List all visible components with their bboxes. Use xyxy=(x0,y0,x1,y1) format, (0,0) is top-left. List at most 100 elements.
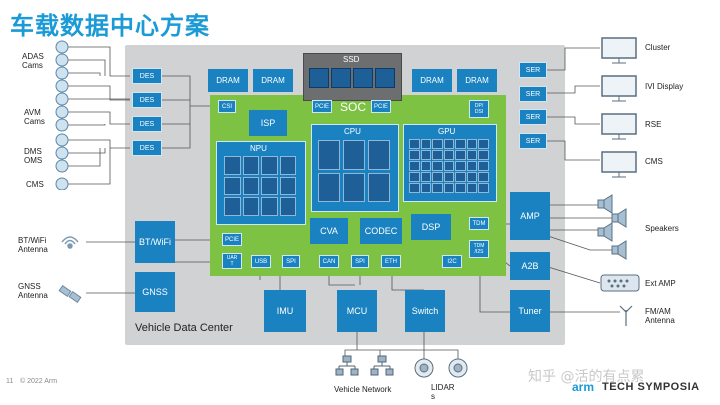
npu-label: NPU xyxy=(250,144,267,153)
gpu-label: GPU xyxy=(438,127,456,136)
gpu-core xyxy=(466,183,478,193)
can-port: CAN xyxy=(319,255,339,268)
display-icon xyxy=(600,74,640,109)
gpu-core xyxy=(420,150,432,160)
vehicle-network-label: Vehicle Network xyxy=(334,385,392,394)
npu-core xyxy=(242,176,259,196)
gpu-core xyxy=(409,183,420,193)
gpu-core xyxy=(443,150,455,160)
cpu-core-grid xyxy=(318,140,390,202)
tuner-module: Tuner xyxy=(510,290,550,332)
gpu-core xyxy=(420,183,432,193)
des-block-1: DES xyxy=(132,68,162,84)
speakers-label: Speakers xyxy=(645,224,679,233)
gpu-core xyxy=(420,139,432,149)
display-icon xyxy=(600,36,640,71)
gpu-core xyxy=(478,183,489,193)
npu-core xyxy=(279,176,296,196)
speaker-icon xyxy=(596,222,620,247)
npu-core xyxy=(224,156,241,175)
ext-amp-icon xyxy=(600,274,640,297)
gpu-core xyxy=(455,172,466,182)
gpu-core xyxy=(443,139,455,149)
gpu-core xyxy=(443,183,455,193)
ext-amp-label: Ext AMP xyxy=(645,279,676,288)
ser-block-4: SER xyxy=(519,133,547,149)
lidar-icon xyxy=(447,357,469,384)
rse-label: RSE xyxy=(645,120,662,129)
page-number: 11 xyxy=(6,378,14,385)
dram-block-3: DRAM xyxy=(412,69,452,92)
camera-icon xyxy=(55,92,69,106)
lidars-label: LIDAR s xyxy=(431,383,455,401)
gpu-core xyxy=(409,139,420,149)
wifi-antenna-icon xyxy=(60,232,86,257)
gpu-core xyxy=(455,161,466,171)
camera-icon xyxy=(55,40,69,54)
cpu-core xyxy=(343,140,365,170)
dram-block-1: DRAM xyxy=(208,69,248,92)
watermark: 知乎 @活的有点累 xyxy=(528,369,645,385)
gpu-core xyxy=(432,183,443,193)
camera-icon xyxy=(55,53,69,67)
speaker-icon xyxy=(610,240,634,265)
camera-icon xyxy=(55,105,69,119)
dram-block-4: DRAM xyxy=(457,69,497,92)
des-block-2: DES xyxy=(132,92,162,108)
gpu-core xyxy=(478,172,489,182)
ssd-chip xyxy=(353,68,373,88)
gpu-core xyxy=(409,172,420,182)
gpu-core xyxy=(455,183,466,193)
camera-icon xyxy=(55,146,69,160)
gpu-core xyxy=(455,150,466,160)
csi-port: CSI xyxy=(218,100,236,113)
cms-display-label: CMS xyxy=(645,157,663,166)
gnss-module: GNSS xyxy=(135,272,175,312)
cpu-core xyxy=(318,140,340,170)
dms-oms-label: DMS OMS xyxy=(24,147,43,165)
dsp-block: DSP xyxy=(411,214,451,240)
npu-core xyxy=(279,197,296,216)
gpu-core xyxy=(466,172,478,182)
gpu-core xyxy=(420,172,432,182)
npu-core xyxy=(224,176,241,196)
gpu-core xyxy=(466,161,478,171)
gpu-core xyxy=(432,161,443,171)
camera-icon xyxy=(55,79,69,93)
fm-antenna-icon xyxy=(618,304,634,333)
mcu-module: MCU xyxy=(337,290,377,332)
gpu-core xyxy=(432,150,443,160)
lidar-icon xyxy=(413,357,435,384)
camera-icon xyxy=(55,177,69,191)
npu-core-grid xyxy=(224,156,296,216)
npu-core xyxy=(242,197,259,216)
dram-block-2: DRAM xyxy=(253,69,293,92)
camera-icon xyxy=(55,66,69,80)
gpu-core-grid xyxy=(409,139,489,193)
ssd-chip xyxy=(309,68,329,88)
camera-column xyxy=(54,40,70,191)
gnss-antenna-label: GNSS Antenna xyxy=(18,282,48,300)
ser-block-3: SER xyxy=(519,109,547,125)
npu-core xyxy=(279,156,296,175)
speaker-icon xyxy=(596,194,620,219)
speaker-icon xyxy=(610,208,634,233)
npu-core xyxy=(261,197,278,216)
usb-port: USB xyxy=(251,255,271,268)
imu-module: IMU xyxy=(264,290,306,332)
cms-cams-label: CMS xyxy=(26,180,44,189)
satellite-icon xyxy=(58,282,84,309)
copyright: © 2022 Arm xyxy=(20,378,58,385)
panel-label: Vehicle Data Center xyxy=(135,322,233,334)
bt-wifi-antenna-label: BT/WiFi Antenna xyxy=(18,236,48,254)
cpu-label: CPU xyxy=(344,127,361,136)
soc-label: SOC xyxy=(340,100,367,114)
pcie-port-left: PCIE xyxy=(312,100,332,113)
network-icon xyxy=(370,355,394,382)
cpu-core xyxy=(343,172,365,202)
pcie-port-right: PCIE xyxy=(371,100,391,113)
network-icon xyxy=(335,355,359,382)
switch-module: Switch xyxy=(405,290,445,332)
camera-icon xyxy=(55,159,69,173)
npu-core xyxy=(261,156,278,175)
